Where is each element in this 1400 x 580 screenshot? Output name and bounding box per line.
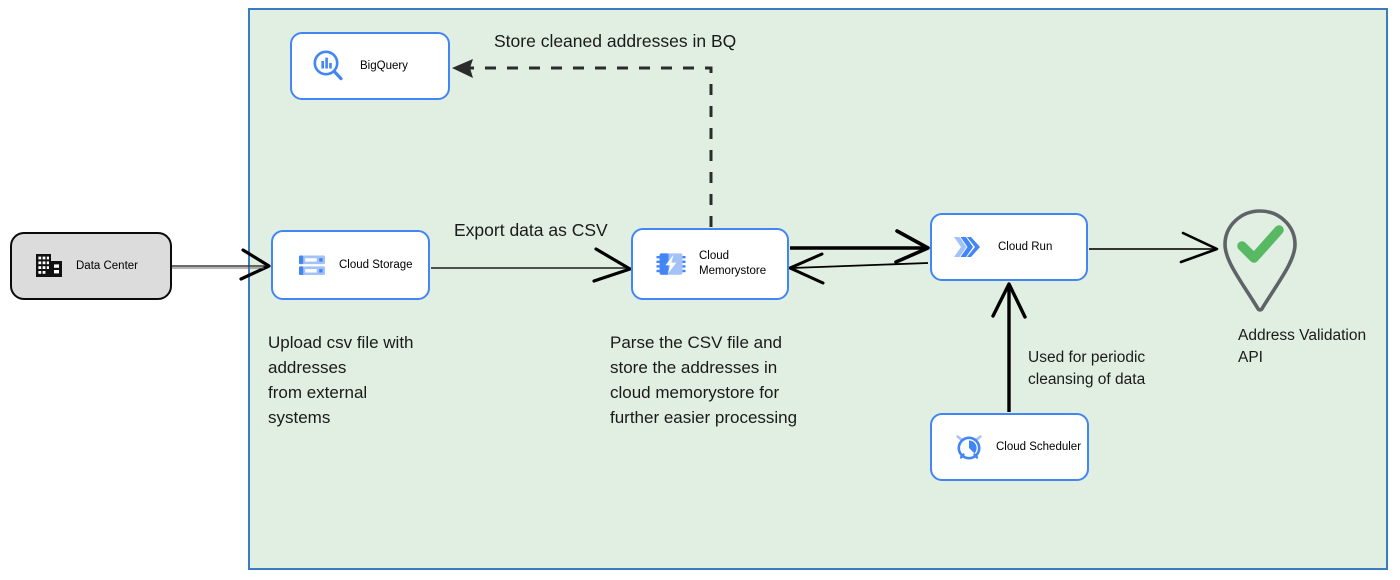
- node-memorystore[interactable]: Cloud Memorystore: [631, 228, 789, 300]
- edge-label-store-in-bq: Store cleaned addresses in BQ: [494, 31, 737, 51]
- bigquery-icon: [302, 48, 354, 84]
- edge-datacenter-to-storage: [172, 248, 271, 281]
- cloud-storage-icon: [289, 249, 335, 281]
- cloud-run-icon: [944, 230, 990, 264]
- edge-cloudrun-to-memorystore: [788, 252, 929, 285]
- edge-label-periodic-cleansing: Used for periodic cleansing of data: [1028, 349, 1146, 388]
- node-scheduler[interactable]: Cloud Scheduler: [930, 413, 1089, 481]
- note-parse-csv: Parse the CSV file and store the address…: [610, 333, 798, 427]
- node-cloudrun-label: Cloud Run: [998, 240, 1053, 253]
- node-cloudrun[interactable]: Cloud Run: [930, 213, 1088, 281]
- datacenter-icon: [26, 250, 72, 282]
- cloud-boundary: [248, 8, 1388, 570]
- node-address-validation-api[interactable]: [1219, 206, 1301, 316]
- node-address-validation-api-label: Address Validation API: [1238, 327, 1367, 366]
- node-datacenter-label: Data Center: [76, 259, 139, 272]
- edge-storage-to-memorystore: [431, 247, 632, 283]
- note-upload-csv: Upload csv file with addresses from exte…: [268, 333, 414, 427]
- edge-label-export-csv: Export data as CSV: [454, 220, 608, 240]
- edge-scheduler-to-cloudrun: [991, 282, 1027, 412]
- node-storage[interactable]: Cloud Storage: [271, 230, 430, 300]
- node-scheduler-label: Cloud Scheduler: [996, 440, 1082, 453]
- edge-cloudrun-to-validation: [1089, 231, 1219, 264]
- address-validation-pin-icon: [1223, 209, 1297, 312]
- node-storage-label: Cloud Storage: [339, 258, 413, 271]
- edge-memorystore-to-cloudrun: [790, 229, 930, 264]
- node-bigquery[interactable]: BigQuery: [290, 32, 450, 100]
- edge-memorystore-to-bigquery: [452, 59, 713, 227]
- node-memorystore-label: Cloud Memorystore: [699, 250, 767, 277]
- memorystore-icon: [649, 248, 693, 280]
- cloud-scheduler-icon: [946, 430, 992, 464]
- node-bigquery-label: BigQuery: [360, 59, 408, 72]
- node-datacenter[interactable]: Data Center: [10, 232, 172, 300]
